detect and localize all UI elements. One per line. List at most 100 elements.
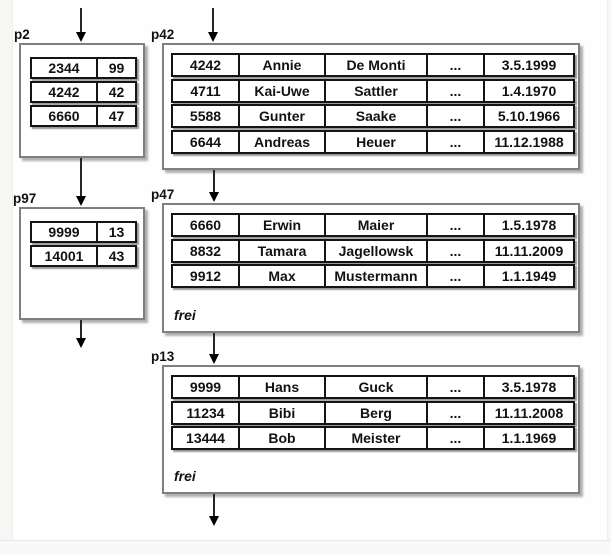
table-cell: ... bbox=[428, 55, 485, 75]
table-cell: Tamara bbox=[240, 240, 326, 261]
table-cell: ... bbox=[428, 240, 485, 261]
table-cell: ... bbox=[428, 80, 485, 101]
table-cell: 47 bbox=[108, 108, 125, 124]
index-table-p97: 9999 13 14001 43 bbox=[30, 221, 137, 269]
table-cell: 5588 bbox=[173, 106, 240, 126]
table-cell: Erwin bbox=[240, 215, 326, 235]
table-cell: 1.5.1978 bbox=[501, 217, 557, 233]
free-space-label: frei bbox=[174, 468, 196, 484]
table-cell: Guck bbox=[326, 377, 428, 397]
table-cell: Meister bbox=[326, 428, 428, 448]
table-cell: 6660 bbox=[173, 215, 240, 235]
table-cell: 13 bbox=[108, 224, 125, 240]
table-cell: ... bbox=[428, 266, 485, 286]
table-cell: Sattler bbox=[326, 80, 428, 101]
table-cell: 9912 bbox=[173, 266, 240, 286]
table-cell: 4242 bbox=[32, 83, 98, 101]
table-row: 6660 47 bbox=[30, 105, 137, 127]
table-cell: Berg bbox=[326, 402, 428, 423]
table-cell: Annie bbox=[240, 55, 326, 75]
table-cell: 6644 bbox=[173, 131, 240, 152]
arrowhead-down-icon bbox=[208, 32, 218, 42]
index-page-p97: 9999 13 14001 43 bbox=[19, 207, 145, 320]
arrowhead-down-icon bbox=[76, 32, 86, 42]
arrowhead-down-icon bbox=[76, 196, 86, 206]
table-cell: 1.4.1970 bbox=[501, 82, 557, 99]
arrowhead-down-icon bbox=[76, 338, 86, 348]
table-cell: 11.12.1988 bbox=[494, 133, 564, 150]
page-label-p97: p97 bbox=[13, 191, 37, 206]
table-cell: 6660 bbox=[32, 107, 98, 125]
page-label-p13: p13 bbox=[151, 349, 175, 364]
page-label-p47: p47 bbox=[151, 187, 175, 202]
slide-footer-strip bbox=[0, 540, 611, 555]
table-cell: Jagellowsk bbox=[326, 240, 428, 261]
table-cell: Hans bbox=[240, 377, 326, 397]
table-cell: Bibi bbox=[240, 402, 326, 423]
table-cell: 43 bbox=[108, 248, 125, 264]
table-cell: Kai-Uwe bbox=[240, 80, 326, 101]
table-cell: 8832 bbox=[173, 240, 240, 261]
page-label-p42: p42 bbox=[151, 27, 175, 42]
page-label-p2: p2 bbox=[14, 27, 30, 42]
table-cell: Bob bbox=[240, 428, 326, 448]
arrow-stem bbox=[213, 494, 215, 518]
table-cell: ... bbox=[428, 131, 485, 152]
table-cell: 3.5.1978 bbox=[501, 379, 557, 395]
table-cell: ... bbox=[428, 428, 485, 448]
table-cell: 14001 bbox=[32, 247, 98, 265]
table-row: 14001 43 bbox=[30, 245, 137, 267]
table-row: 9999 13 bbox=[30, 221, 137, 243]
free-space-label: frei bbox=[174, 307, 196, 323]
table-cell: ... bbox=[428, 106, 485, 126]
arrow-stem bbox=[80, 158, 82, 198]
table-cell: 13444 bbox=[173, 428, 240, 448]
table-cell: 9999 bbox=[32, 223, 98, 241]
table-cell: Heuer bbox=[326, 131, 428, 152]
table-cell: Gunter bbox=[240, 106, 326, 126]
arrow-stem bbox=[80, 320, 82, 340]
arrowhead-down-icon bbox=[209, 192, 219, 202]
table-cell: Maier bbox=[326, 215, 428, 235]
table-cell: 5.10.1966 bbox=[497, 108, 561, 124]
table-cell: Max bbox=[240, 266, 326, 286]
table-cell: ... bbox=[428, 377, 485, 397]
table-cell: De Monti bbox=[326, 55, 428, 75]
table-cell: ... bbox=[428, 215, 485, 235]
table-cell: 1.1.1949 bbox=[501, 268, 557, 284]
table-cell: 4711 bbox=[173, 80, 240, 101]
table-cell: ... bbox=[428, 402, 485, 423]
table-cell: Saake bbox=[326, 106, 428, 126]
table-cell: 11.11.2008 bbox=[494, 404, 564, 421]
table-cell: 3.5.1999 bbox=[501, 57, 557, 73]
table-cell: Andreas bbox=[240, 131, 326, 152]
arrow-stem bbox=[213, 170, 215, 194]
table-cell: 1.1.1969 bbox=[501, 430, 557, 446]
arrow-stem bbox=[212, 8, 214, 34]
table-cell: 4242 bbox=[173, 55, 240, 75]
arrow-stem bbox=[80, 8, 82, 34]
arrow-stem bbox=[213, 333, 215, 356]
arrowhead-down-icon bbox=[209, 516, 219, 526]
table-cell: Mustermann bbox=[326, 266, 428, 286]
